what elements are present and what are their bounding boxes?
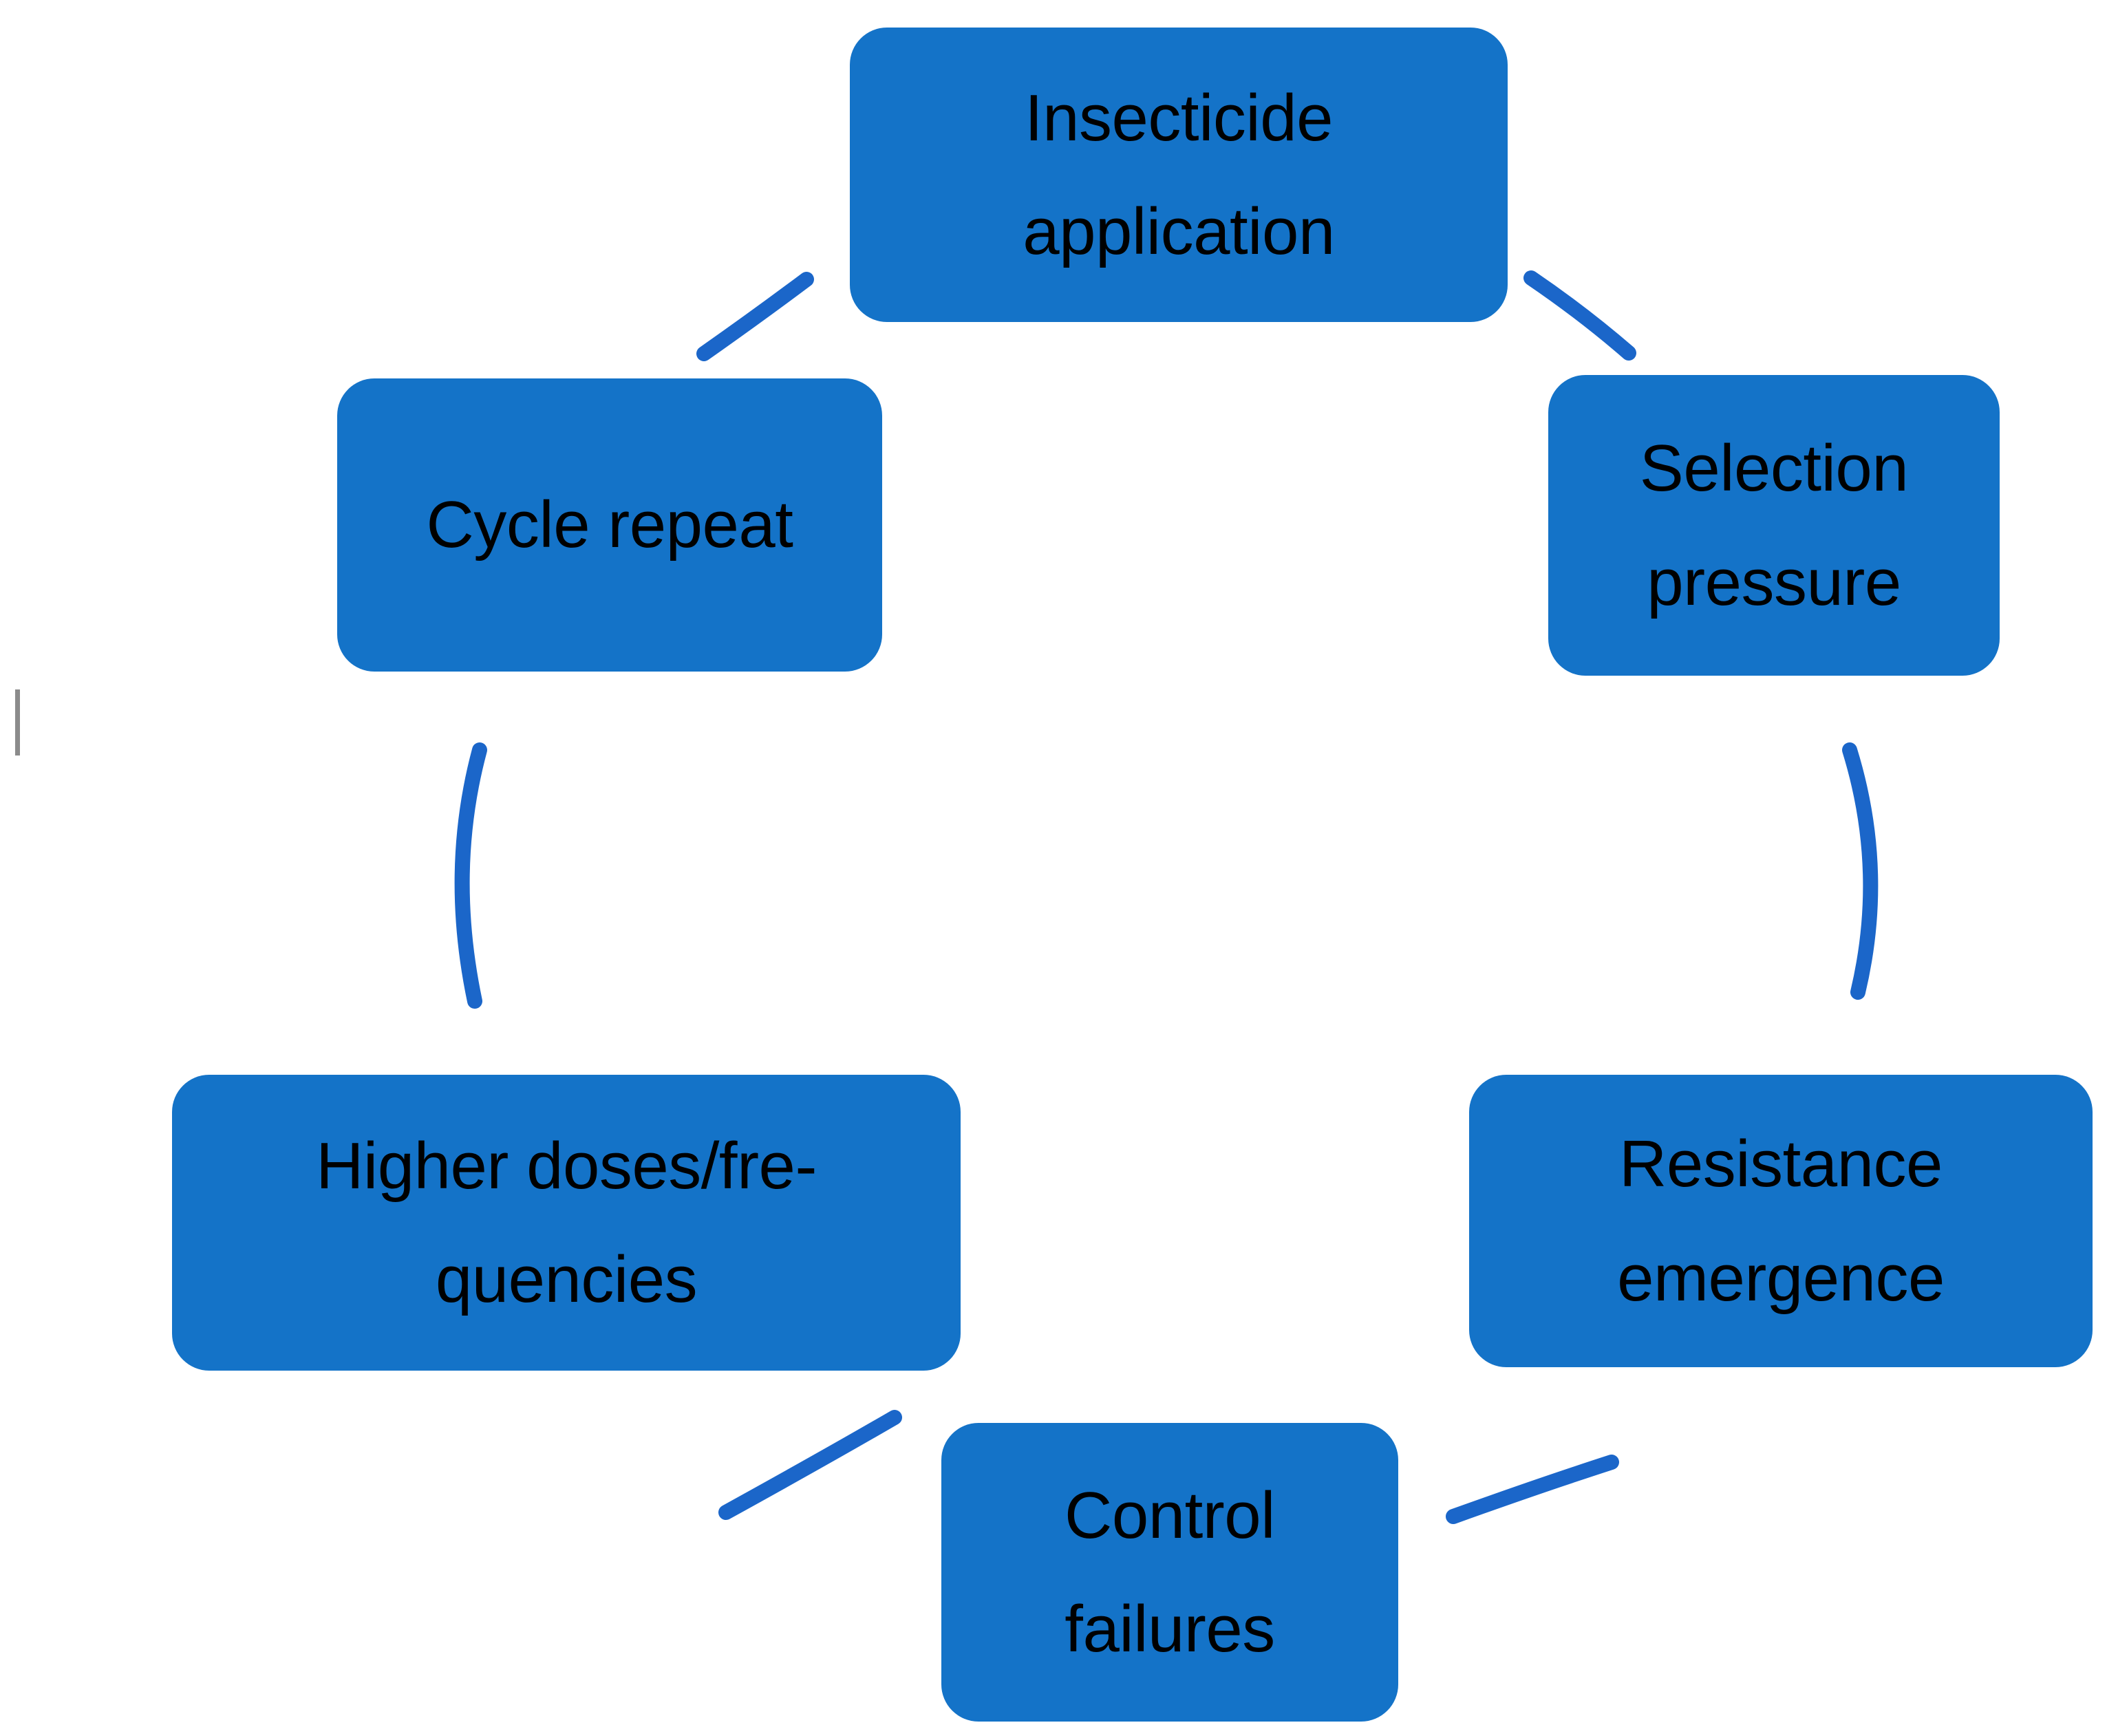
connector-higher-doses-to-cycle [454,742,487,1009]
node-label-resistance-emergence: Resistance emergence [1617,1127,1945,1315]
connector-cycle-to-insecticide [696,272,814,361]
node-resistance-emergence[interactable]: Resistance emergence [1469,1075,2093,1367]
node-higher-doses[interactable]: Higher doses/fre- quencies [172,1075,961,1371]
node-selection-pressure[interactable]: Selection pressure [1548,375,2000,676]
node-cycle-repeat[interactable]: Cycle repeat [337,378,882,672]
connector-control-to-higher-doses [718,1410,902,1520]
left-edge-tick-marker [15,689,20,756]
node-label-cycle-repeat: Cycle repeat [426,488,793,562]
node-label-insecticide-application: Insecticide application [1023,81,1335,268]
node-label-control-failures: Control failures [1065,1478,1275,1666]
node-label-selection-pressure: Selection pressure [1639,431,1909,619]
node-insecticide-application[interactable]: Insecticide application [850,28,1508,322]
connector-resistance-to-control [1446,1455,1619,1524]
connector-selection-to-resistance [1842,742,1879,1000]
connector-insecticide-to-selection [1523,270,1636,361]
node-control-failures[interactable]: Control failures [941,1423,1398,1722]
node-label-higher-doses: Higher doses/fre- quencies [316,1128,817,1316]
